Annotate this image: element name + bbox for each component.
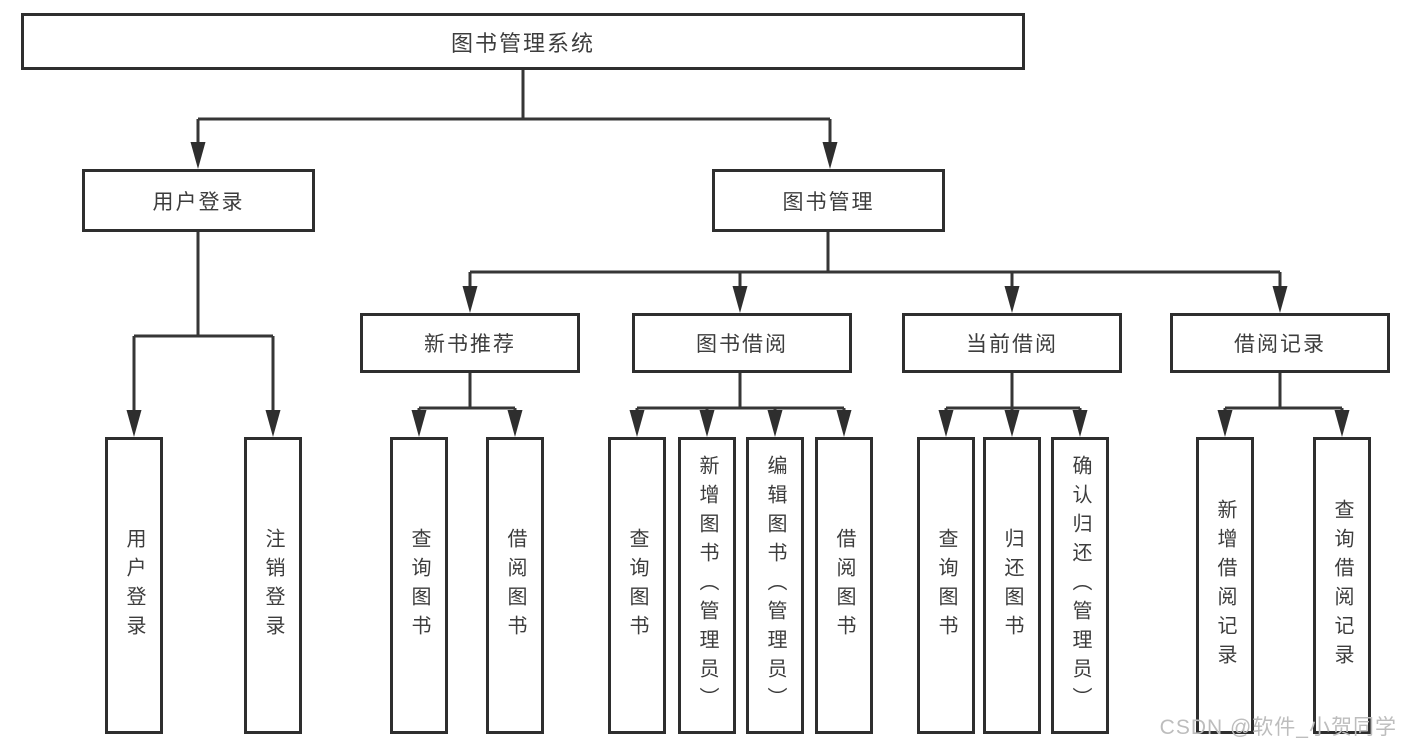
node-borrow-records-label: 借阅记录 — [1234, 333, 1326, 356]
node-new-book-recommend-label: 新书推荐 — [424, 333, 516, 356]
leaf-user-login: 用户登录 — [105, 437, 163, 734]
leaf-add-borrow-record-label: 新增借阅记录 — [1214, 498, 1236, 673]
node-current-borrow: 当前借阅 — [902, 313, 1122, 373]
leaf-logout: 注销登录 — [244, 437, 302, 734]
node-user-login: 用户登录 — [82, 169, 315, 232]
leaf-edit-book-admin: 编辑图书（管理员） — [746, 437, 804, 734]
leaf-add-book-admin-label: 新增图书（管理员） — [696, 455, 718, 716]
leaf-logout-label: 注销登录 — [262, 527, 284, 644]
leaf-query-borrow-record: 查询借阅记录 — [1313, 437, 1371, 734]
csdn-watermark: CSDN @软件_小贺同学 — [1159, 716, 1397, 739]
leaf-query-borrow-record-label: 查询借阅记录 — [1331, 498, 1353, 673]
leaf-query-books-current: 查询图书 — [917, 437, 975, 734]
leaf-query-books-recommend: 查询图书 — [390, 437, 448, 734]
node-current-borrow-label: 当前借阅 — [966, 333, 1058, 356]
leaf-add-borrow-record: 新增借阅记录 — [1196, 437, 1254, 734]
node-borrow-records: 借阅记录 — [1170, 313, 1390, 373]
leaf-borrow-books-recommend: 借阅图书 — [486, 437, 544, 734]
node-book-borrow-label: 图书借阅 — [696, 333, 788, 356]
leaf-add-book-admin: 新增图书（管理员） — [678, 437, 736, 734]
leaf-borrow-books-borrow: 借阅图书 — [815, 437, 873, 734]
leaf-borrow-books-borrow-label: 借阅图书 — [833, 527, 855, 644]
leaf-edit-book-admin-label: 编辑图书（管理员） — [764, 455, 786, 716]
node-user-login-label: 用户登录 — [152, 190, 245, 214]
leaf-borrow-books-recommend-label: 借阅图书 — [504, 527, 526, 644]
node-new-book-recommend: 新书推荐 — [360, 313, 580, 373]
leaf-return-book-label: 归还图书 — [1001, 527, 1023, 644]
leaf-confirm-return-admin-label: 确认归还（管理员） — [1069, 455, 1091, 716]
node-book-management: 图书管理 — [712, 169, 945, 232]
leaf-query-books-borrow: 查询图书 — [608, 437, 666, 734]
leaf-query-books-current-label: 查询图书 — [935, 527, 957, 644]
leaf-query-books-borrow-label: 查询图书 — [626, 527, 648, 644]
node-root-label: 图书管理系统 — [450, 30, 595, 56]
node-root-system: 图书管理系统 — [21, 13, 1025, 70]
node-book-borrow: 图书借阅 — [632, 313, 852, 373]
leaf-confirm-return-admin: 确认归还（管理员） — [1051, 437, 1109, 734]
node-book-management-label: 图书管理 — [782, 190, 875, 214]
leaf-return-book: 归还图书 — [983, 437, 1041, 734]
leaf-user-login-label: 用户登录 — [123, 527, 145, 644]
arrowheads — [126, 142, 1350, 437]
leaf-query-books-recommend-label: 查询图书 — [408, 527, 430, 644]
